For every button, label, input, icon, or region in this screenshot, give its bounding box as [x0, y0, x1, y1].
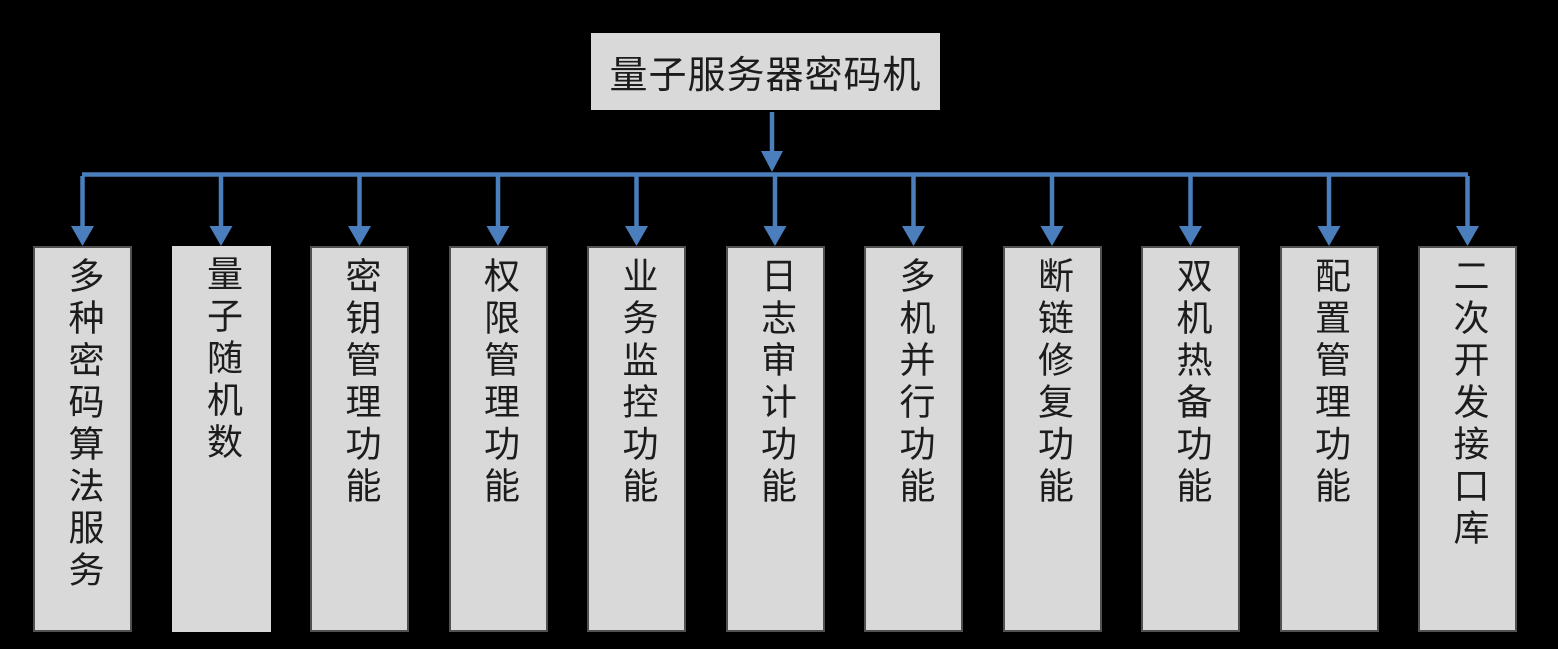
arrow-to-child-4: [625, 176, 648, 246]
child-node-multi-machine-parallel: 多机并行功能: [864, 246, 963, 632]
child-node-label: 权限管理功能: [478, 257, 519, 509]
child-node-label: 二次开发接口库: [1447, 257, 1489, 551]
child-node-business-monitoring: 业务监控功能: [587, 246, 686, 632]
child-node-label: 配置管理功能: [1309, 257, 1350, 509]
child-node-key-management: 密钥管理功能: [310, 246, 409, 632]
root-node: 量子服务器密码机: [591, 33, 940, 110]
child-node-label: 断链修复功能: [1032, 257, 1073, 509]
child-node-label: 双机热备功能: [1170, 257, 1212, 509]
child-node-label: 业务监控功能: [616, 257, 658, 509]
child-node-link-repair: 断链修复功能: [1002, 246, 1102, 632]
child-node-secondary-dev-interface-library: 二次开发接口库: [1418, 246, 1517, 632]
child-node-log-audit: 日志审计功能: [725, 246, 825, 632]
arrow-to-child-9: [1317, 176, 1341, 246]
arrow-to-child-5: [763, 176, 787, 246]
arrow-to-child-8: [1179, 176, 1202, 246]
arrow-to-child-2: [348, 176, 371, 246]
child-node-label: 多种密码算法服务: [62, 257, 104, 593]
child-node-config-management: 配置管理功能: [1279, 246, 1379, 632]
arrow-to-child-0: [71, 176, 94, 246]
root-node-label: 量子服务器密码机: [609, 53, 922, 97]
child-node-label: 密钥管理功能: [339, 257, 381, 509]
arrow-root-to-bus: [761, 112, 783, 172]
arrow-to-child-7: [1040, 176, 1064, 246]
arrow-to-child-3: [486, 176, 510, 246]
child-node-multi-algorithm-services: 多种密码算法服务: [33, 246, 132, 632]
child-node-label: 多机并行功能: [893, 257, 935, 509]
arrow-to-child-6: [902, 176, 925, 246]
child-node-dual-machine-hot-standby: 双机热备功能: [1141, 246, 1240, 632]
child-node-quantum-random-number: 量子随机数: [171, 246, 271, 632]
child-node-permission-management: 权限管理功能: [448, 246, 548, 632]
child-node-label: 量子随机数: [201, 255, 242, 465]
arrow-to-child-1: [209, 176, 233, 246]
child-node-label: 日志审计功能: [755, 257, 796, 509]
arrow-to-child-10: [1456, 176, 1479, 246]
